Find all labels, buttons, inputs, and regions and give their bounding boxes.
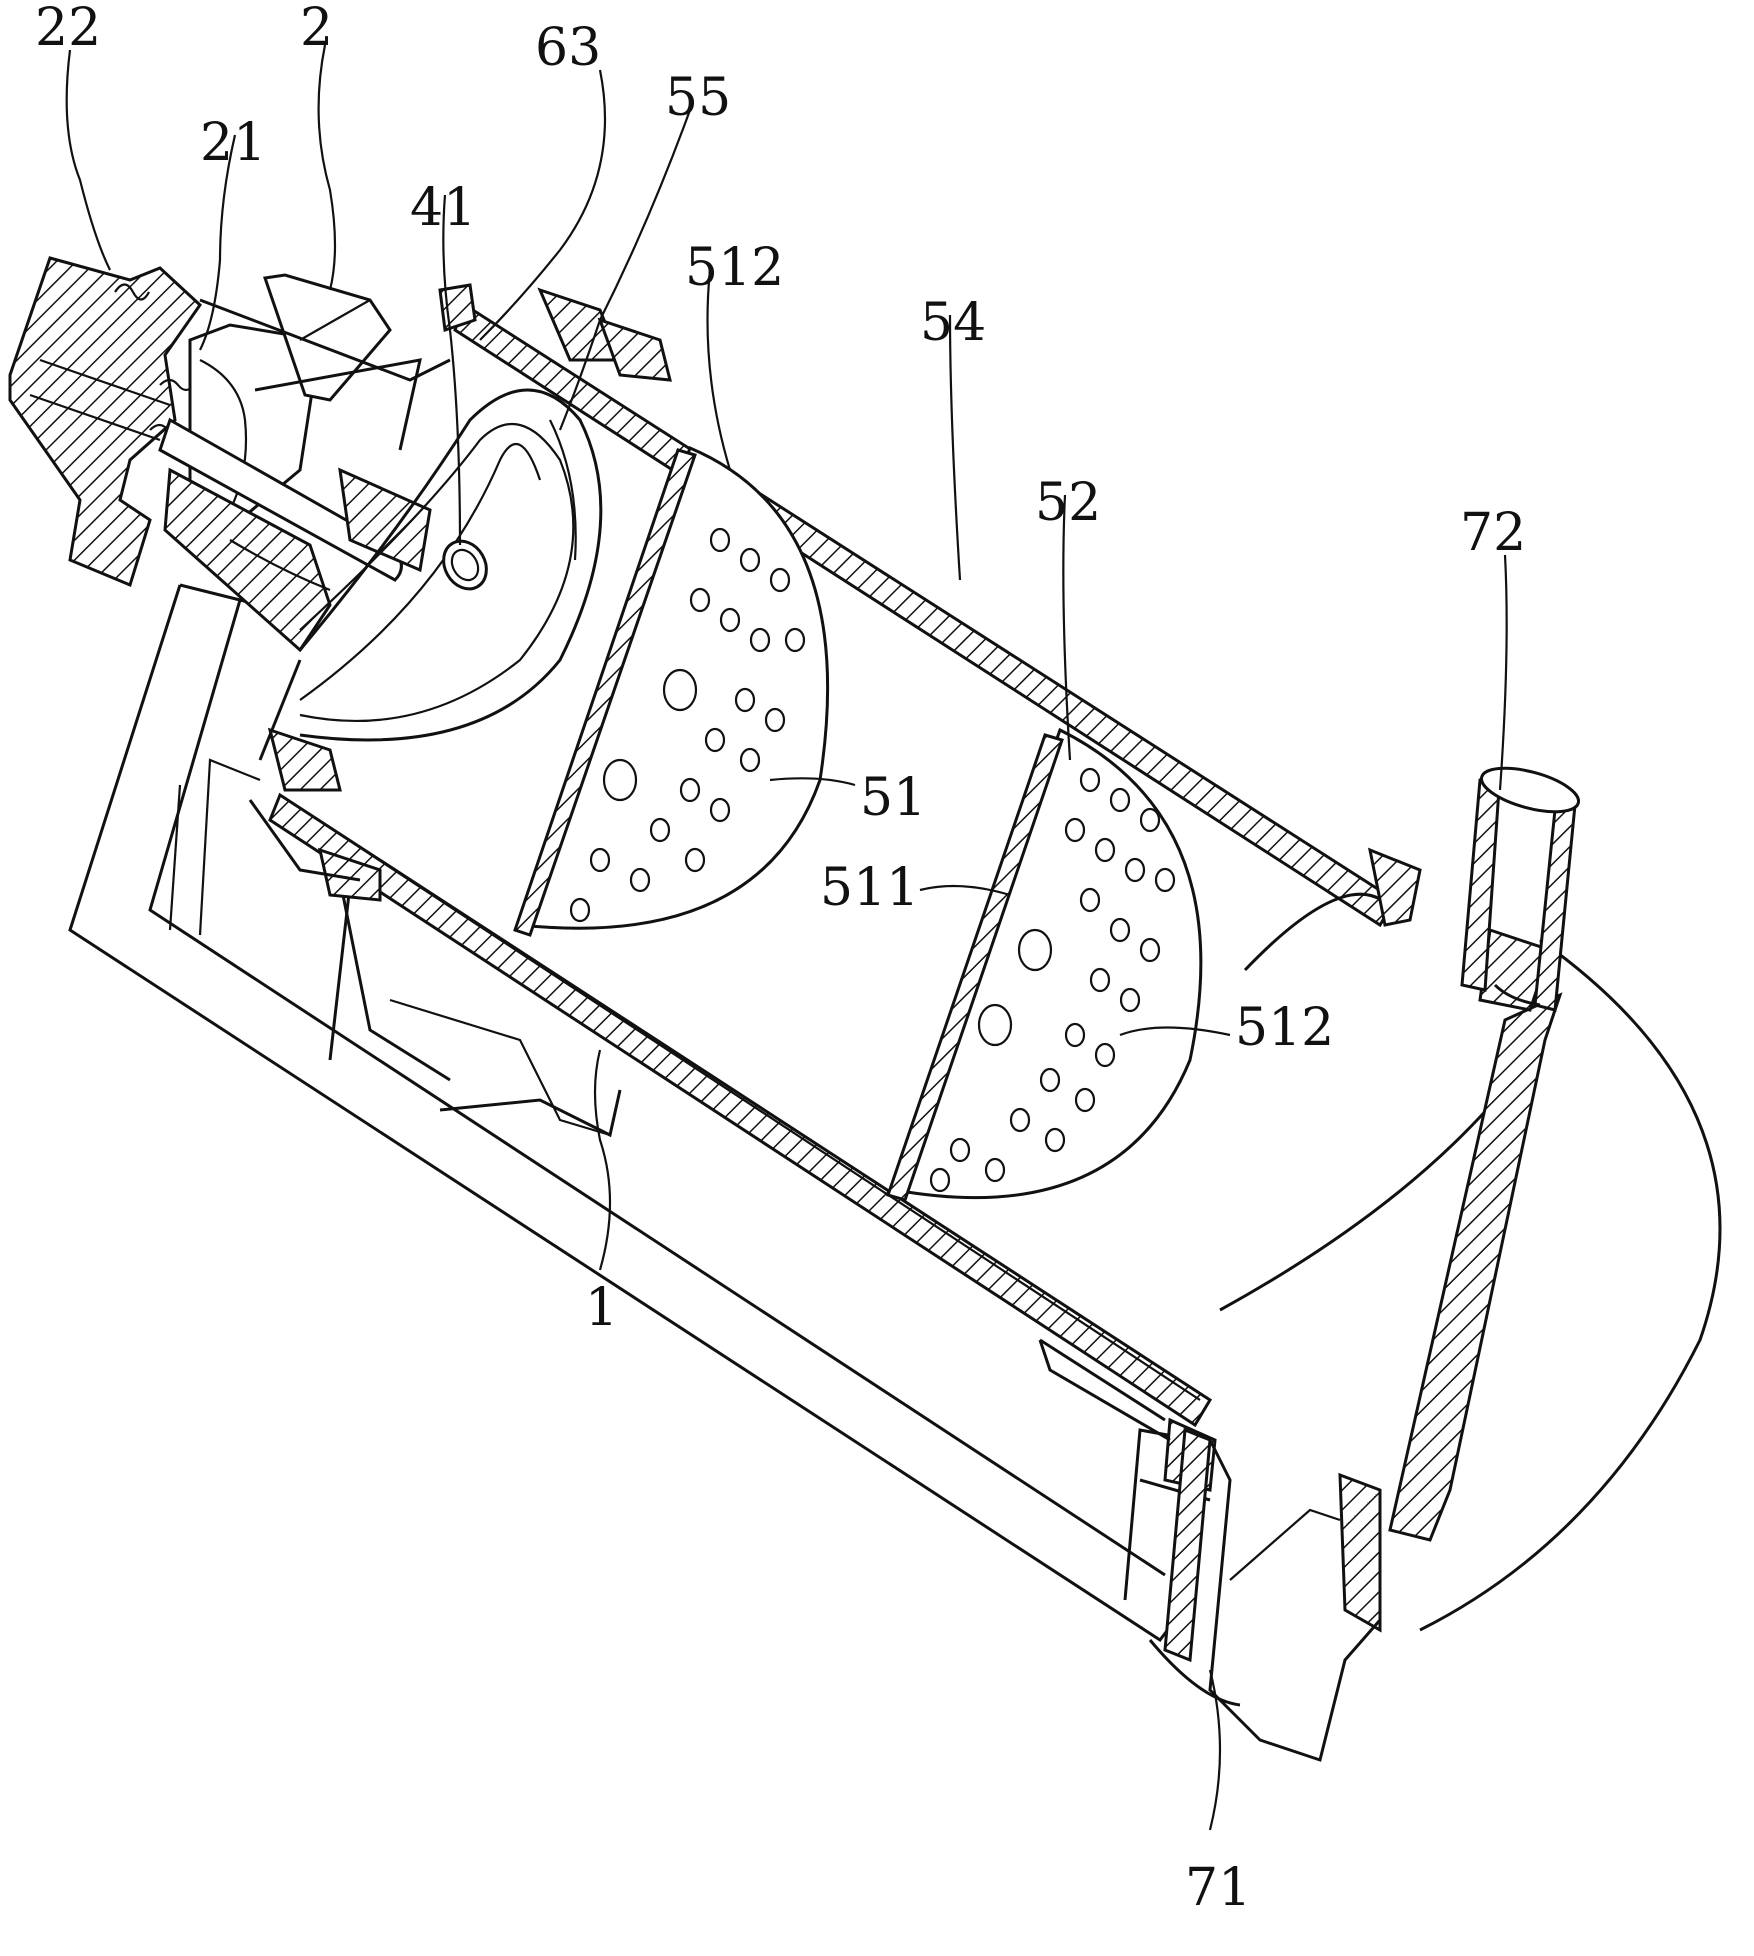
filter-plate-51 (513, 445, 830, 937)
label-512-top: 512 (685, 238, 784, 298)
label-55: 55 (665, 68, 731, 128)
label-72: 72 (1460, 503, 1526, 563)
label-41: 41 (410, 178, 476, 238)
label-51: 51 (860, 768, 926, 828)
label-71: 71 (1185, 1858, 1251, 1918)
filter-plate-52 (886, 727, 1203, 1202)
pipe-71 (1148, 1427, 1382, 1762)
label-1: 1 (585, 1278, 618, 1338)
label-63: 63 (535, 18, 601, 78)
label-52: 52 (1035, 473, 1101, 533)
filter-plate-52-holes (929, 767, 1176, 1193)
label-22: 22 (35, 0, 101, 58)
left-end-assembly (8, 256, 451, 653)
label-511: 511 (820, 858, 919, 918)
label-21: 21 (200, 113, 266, 173)
part-labels: 22 2 21 63 55 41 512 54 52 72 51 511 512… (35, 0, 1526, 1918)
pipe-72 (1460, 766, 1581, 1012)
label-54: 54 (920, 293, 986, 353)
label-2: 2 (300, 0, 333, 58)
filter-plate-51-holes (569, 527, 806, 923)
leader-lines (65, 44, 1508, 1831)
label-512-right: 512 (1235, 998, 1334, 1058)
